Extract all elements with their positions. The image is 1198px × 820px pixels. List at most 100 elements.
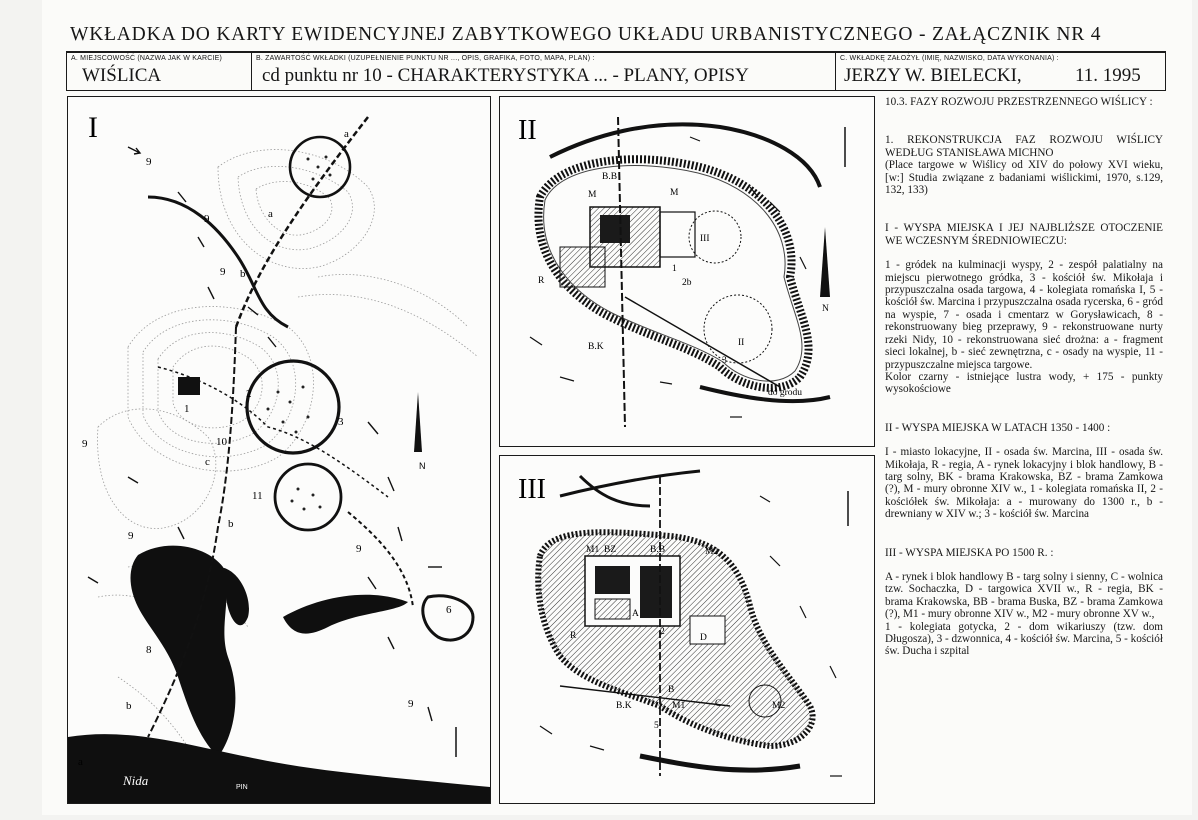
- map-3-label-c: C: [715, 699, 721, 709]
- map-2-label-m-2: M: [670, 188, 679, 198]
- map-3-label-bk: B.K: [616, 701, 632, 711]
- river-arm-south: [699, 385, 831, 404]
- map-3-label-m2-a: M2: [705, 547, 718, 557]
- map-1-label-a-1: a: [344, 128, 349, 140]
- map-2-label-iii: III: [700, 234, 710, 244]
- market-block: [600, 215, 630, 243]
- map-1-label-9-f: 9: [356, 543, 362, 555]
- map-3-label-d: D: [700, 633, 707, 643]
- block-a: [595, 566, 630, 594]
- phase-1-title: I - WYSPA MIEJSKA I JEJ NAJBLIŻSZE OTOCZ…: [885, 222, 1163, 247]
- map-2-label-r: R: [538, 276, 545, 286]
- map-phase-1: I Nida PIN N 9 9 9 9 9 9 9 a a a b b b c…: [68, 111, 490, 803]
- map-1-label-9-b: 9: [204, 213, 210, 225]
- road-north-3: [559, 469, 701, 498]
- map-1-label-c: c: [205, 456, 210, 468]
- map-3-label-r: R: [570, 631, 577, 641]
- map-2-label-1: 1: [672, 264, 677, 274]
- market-circle-center: [245, 359, 341, 455]
- settlement-circle-iii: [688, 210, 742, 264]
- settlement-circle-ii: [703, 294, 773, 364]
- map-2-label-do-grodu: do grodu: [768, 388, 802, 398]
- road-to-grod: [624, 296, 781, 388]
- header-top-rule: [66, 51, 1166, 53]
- map-panel-phase-1: I Nida PIN N 9 9 9 9 9 9 9 a a a b b b c…: [67, 96, 491, 804]
- road-network-a: [147, 195, 289, 329]
- phase-1-body: 1 - gródek na kulminacji wyspy, 2 - zesp…: [885, 259, 1163, 371]
- map-1-label-8: 8: [146, 644, 152, 656]
- north-arrow-2: [820, 227, 830, 297]
- header-bottom-rule: [66, 90, 1166, 92]
- map-3-label-m2-b: M2: [772, 701, 785, 711]
- map-panel-phase-3: III M1 BZ B.B M2 A R D B C B.K M1 M2 2 5: [499, 455, 875, 804]
- map-3-label-2: 2: [660, 627, 665, 637]
- map-1-label-10: 10: [216, 436, 228, 448]
- phase-2-body: I - miasto lokacyjne, II - osada św. Mar…: [885, 446, 1163, 521]
- reference-title: 1. REKONSTRUKCJA FAZ ROZWOJU WIŚLICY WED…: [885, 134, 1163, 159]
- north-arrow: [414, 392, 422, 452]
- map-phase-3: III M1 BZ B.B M2 A R D B C B.K M1 M2 2 5: [518, 469, 849, 777]
- header-divider-b: [251, 51, 253, 91]
- map-2-label-2b: 2b: [682, 278, 692, 288]
- phase-1-color-note: Kolor czarny - istniejące lustra wody, +…: [885, 370, 1163, 396]
- block-d: [689, 615, 726, 645]
- church-circle: [748, 684, 782, 718]
- block-east: [659, 211, 696, 258]
- field-c-value: JERZY W. BIELECKI,: [844, 65, 1022, 86]
- field-c-date: 11. 1995: [1075, 65, 1141, 86]
- map-1-label-a-2: a: [268, 208, 273, 220]
- map-1-label-9-a: 9: [146, 156, 152, 168]
- map-3-label-m1-b: M1: [672, 701, 685, 711]
- flow-arrows: [87, 146, 442, 722]
- map-1-label-2: 2: [246, 388, 252, 400]
- island-6: [421, 594, 475, 642]
- road-network-d: [347, 511, 414, 608]
- road-network-main: [147, 326, 237, 738]
- field-b-value: cd punktu nr 10 - CHARAKTERYSTYKA ... - …: [262, 65, 749, 86]
- map-3-label-b: B: [668, 685, 674, 695]
- map-2-label-bb: B.B: [602, 172, 617, 182]
- flow-arrows-2: [529, 136, 807, 418]
- castle-gordek: [178, 377, 200, 395]
- map-3-label-bb: B.B: [650, 545, 665, 555]
- map-1-label-9-d: 9: [82, 438, 88, 450]
- phase-2-title: II - WYSPA MIEJSKA W LATACH 1350 - 1400 …: [885, 421, 1111, 434]
- map-1-label-nida: Nida: [122, 773, 149, 788]
- description-column: 10.3. FAZY ROZWOJU PRZESTRZENNEGO WIŚLIC…: [885, 96, 1163, 670]
- map-1-label-north: N: [419, 461, 426, 471]
- map-1-label-1: 1: [184, 403, 190, 415]
- block-market: [594, 598, 631, 620]
- settlement-dots: [266, 155, 332, 511]
- road-north-south: [617, 116, 626, 428]
- map-1-label-b-3: b: [126, 700, 132, 712]
- map-3-numeral: III: [518, 474, 546, 505]
- map-1-label-b-1: b: [240, 268, 246, 280]
- map-3-label-a: A: [632, 609, 639, 619]
- water-pond-2: [218, 567, 249, 626]
- document-title: WKŁADKA DO KARTY EWIDENCYJNEJ ZABYTKOWEG…: [70, 24, 1102, 45]
- field-b-label: B. ZAWARTOŚĆ WKŁADKI (UZUPEŁNIENIE PUNKT…: [256, 55, 595, 62]
- map-panel-phase-2: II B.B M M B.K R II III N 1 2b 3 do grod…: [499, 96, 875, 447]
- market-circle-south: [273, 462, 343, 532]
- river-nida: [68, 734, 490, 803]
- road-cross-3: [559, 685, 731, 707]
- island-embankment: [534, 155, 813, 392]
- phase-3-title: III - WYSPA MIEJSKA PO 1500 R. :: [885, 546, 1054, 559]
- map-1-label-6: 6: [446, 604, 452, 616]
- header-divider-a: [66, 51, 68, 91]
- map-3-label-bz: BZ: [604, 545, 616, 555]
- river-north-3: [578, 474, 651, 508]
- header-divider-end: [1165, 51, 1167, 91]
- map-1-label-3: 3: [338, 416, 344, 428]
- map-phase-2: II B.B M M B.K R II III N 1 2b 3 do grod…: [518, 115, 846, 428]
- map-1-label-b-2: b: [228, 518, 234, 530]
- water-channel: [283, 594, 408, 634]
- river-arm-north: [549, 122, 822, 188]
- map-2-label-m-1: M: [588, 190, 597, 200]
- map-2-label-bk: B.K: [588, 342, 604, 352]
- phase-3-body-2: 1 - kolegiata gotycka, 2 - dom wikariusz…: [885, 620, 1163, 658]
- map-1-label-pin: PIN: [236, 784, 248, 791]
- water-pond-1: [130, 545, 236, 757]
- river-south-3: [639, 753, 801, 773]
- field-c-label: C. WKŁADKĘ ZAŁOŻYŁ (IMIĘ, NAZWISKO, DATA…: [840, 55, 1059, 62]
